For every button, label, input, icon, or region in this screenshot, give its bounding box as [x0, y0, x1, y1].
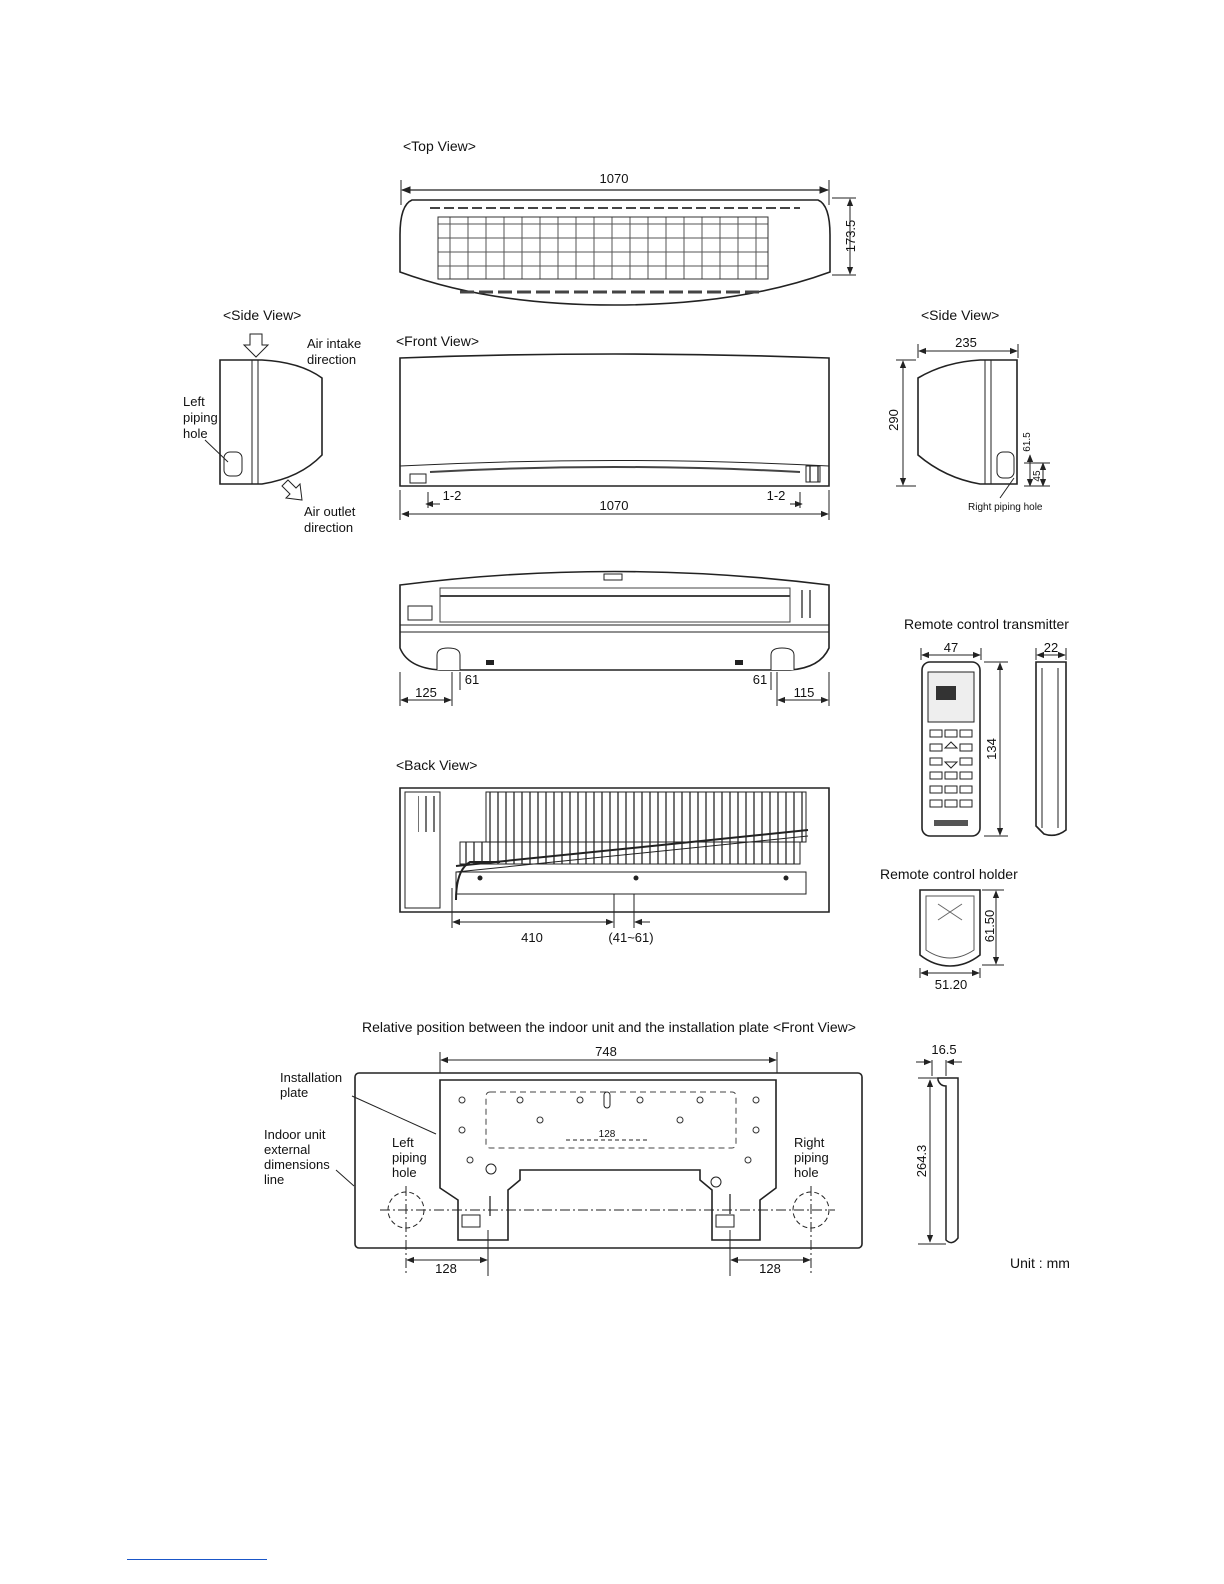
plate-128-right-dim: 128 — [759, 1261, 781, 1276]
front-view-title: <Front View> — [396, 333, 479, 349]
bottom-61-left-dim: 61 — [465, 672, 479, 687]
top-view-grille — [437, 216, 769, 280]
left-side-view-title: <Side View> — [223, 307, 301, 323]
left-side-outline — [219, 359, 323, 485]
air-intake-arrow-icon — [242, 333, 270, 358]
plate-264-3-dim: 264.3 — [914, 1145, 929, 1178]
bottom-view: 125 61 61 115 — [399, 570, 830, 706]
installation-plate-view: Relative position between the indoor uni… — [264, 1019, 962, 1276]
relative-position-title: Relative position between the indoor uni… — [362, 1019, 856, 1035]
top-view-title: <Top View> — [403, 138, 476, 154]
remote-47-dim: 47 — [944, 640, 958, 655]
footnote-rule — [127, 1559, 267, 1560]
back-41-61-dim: (41~61) — [608, 930, 653, 945]
remote-transmitter: Remote control transmitter 47 134 22 — [904, 616, 1069, 837]
right-side-outline — [917, 359, 1018, 485]
indoor-unit-line-label: Indoor unit external dimensions line — [264, 1127, 333, 1187]
left-piping-hole-label: Left piping hole — [183, 394, 221, 441]
left-side-view: <Side View> Air intake direction Left pi… — [183, 307, 365, 535]
side-width-dim: 235 — [955, 335, 977, 350]
plate-748-dim: 748 — [595, 1044, 617, 1059]
back-view-title: <Back View> — [396, 757, 477, 773]
air-outlet-label: Air outlet direction — [304, 504, 359, 535]
air-outlet-arrow-icon — [281, 479, 303, 501]
bottom-view-outline — [399, 570, 830, 671]
plate-128-left-dim: 128 — [435, 1261, 457, 1276]
remote-side-profile — [1035, 661, 1067, 837]
side-61-5-dim: 61.5 — [1022, 432, 1033, 452]
right-side-view: <Side View> 235 290 61.5 45 Right piping… — [886, 307, 1050, 513]
left-piping-hole-mark — [223, 451, 243, 477]
remote-transmitter-title: Remote control transmitter — [904, 616, 1069, 632]
bottom-115-dim: 115 — [794, 685, 815, 700]
bottom-61-right-dim: 61 — [753, 672, 767, 687]
front-gap-left-dim: 1-2 — [443, 488, 462, 503]
remote-22-dim: 22 — [1044, 640, 1058, 655]
front-view: <Front View> 1-2 1-2 1070 — [396, 333, 830, 520]
plate-side-profile — [937, 1077, 959, 1244]
back-410-dim: 410 — [521, 930, 543, 945]
bottom-125-dim: 125 — [415, 685, 437, 700]
top-view: <Top View> 1070 173.5 — [399, 138, 858, 306]
holder-51-20-dim: 51.20 — [935, 977, 968, 992]
plate-16-5-dim: 16.5 — [931, 1042, 956, 1057]
remote-134-dim: 134 — [984, 738, 999, 760]
front-gap-right-dim: 1-2 — [767, 488, 786, 503]
plate-left-hole-label: Left piping hole — [392, 1135, 430, 1180]
installation-plate-label: Installation plate — [280, 1070, 346, 1100]
back-view: <Back View> 410 (41~61) — [396, 757, 830, 945]
side-height-dim: 290 — [886, 409, 901, 431]
top-depth-dim: 173.5 — [843, 220, 858, 253]
holder-outline — [919, 889, 981, 967]
remote-holder: Remote control holder 61.50 51.20 — [880, 866, 1018, 992]
right-side-view-title: <Side View> — [921, 307, 999, 323]
side-45-dim: 45 — [1032, 470, 1043, 482]
right-piping-hole-label: Right piping hole — [968, 502, 1043, 513]
unit-label: Unit : mm — [1010, 1255, 1070, 1271]
plate-right-hole-label: Right piping hole — [794, 1135, 832, 1180]
installation-plate-outline — [439, 1079, 777, 1241]
air-intake-label: Air intake direction — [307, 336, 365, 367]
top-width-dim: 1070 — [600, 171, 629, 186]
front-width-dim: 1070 — [600, 498, 629, 513]
plate-inner-128-dim: 128 — [599, 1129, 616, 1140]
front-view-outline — [399, 353, 830, 487]
remote-holder-title: Remote control holder — [880, 866, 1018, 882]
holder-61-50-dim: 61.50 — [982, 910, 997, 943]
